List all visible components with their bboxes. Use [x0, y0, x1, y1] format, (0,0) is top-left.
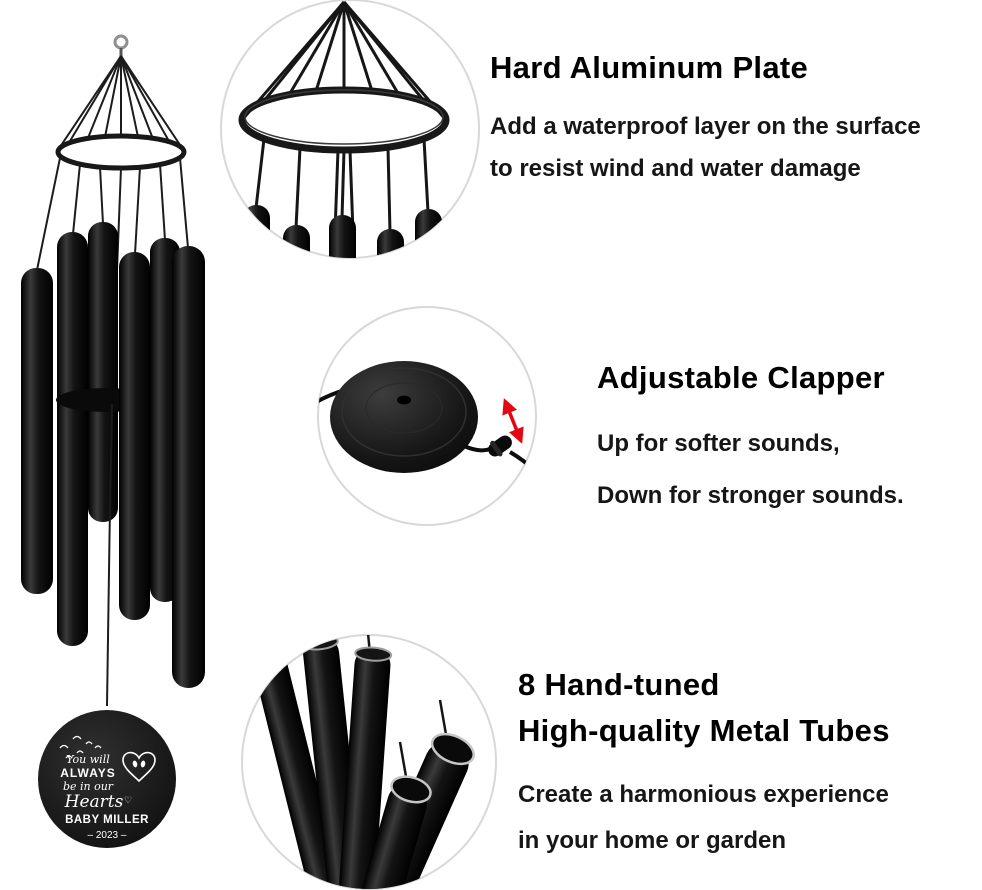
clapper-center-hole [397, 395, 411, 405]
medallion-name: BABY MILLER [65, 814, 149, 826]
pull-string [106, 403, 113, 707]
clapper-disc-large [330, 361, 478, 473]
suspension-strings [57, 55, 185, 152]
memorial-medallion: You will ALWAYS be in our Hearts ♡ BABY … [38, 710, 176, 848]
feature-title: Hard Aluminum Plate [490, 50, 809, 85]
feature-description-line: Create a harmonious experience [518, 781, 889, 808]
hanging-hook-icon [113, 34, 129, 50]
birds-icon [59, 735, 102, 759]
feature-title: Adjustable Clapper [597, 360, 885, 395]
detail-circle-tubes [241, 634, 497, 890]
chime-tube [88, 222, 118, 522]
top-ring [55, 133, 187, 171]
feature-description-line: Down for stronger sounds. [597, 482, 904, 509]
up-down-arrow-icon [502, 398, 524, 444]
feature-description-line: in your home or garden [518, 827, 787, 854]
detail-circle-clapper [317, 306, 537, 526]
medallion-year: – 2023 – [88, 830, 127, 841]
medallion-line4: Hearts [64, 792, 124, 812]
feature-description-line: Up for softer sounds, [597, 430, 840, 457]
feature-description-line: to resist wind and water damage [490, 155, 861, 182]
chime-tube [21, 268, 53, 594]
detail-top-ring-highlight [244, 89, 444, 145]
feature-title-line: 8 Hand-tuned [518, 667, 720, 702]
clapper-ridge [365, 382, 443, 434]
chime-tube [172, 246, 205, 688]
feature-adjustable-clapper: Adjustable Clapper Up for softer sounds,… [597, 360, 904, 522]
chime-tube [57, 232, 88, 646]
heart-footprints-icon [122, 751, 156, 783]
feature-title-line: High-quality Metal Tubes [518, 713, 890, 748]
medallion-line1: You will [66, 753, 110, 766]
wind-chime-photo [21, 34, 205, 707]
heart-small-icon: ♡ [124, 795, 132, 805]
medallion-line2: ALWAYS [60, 766, 116, 780]
medallion-line3: be in our [63, 780, 114, 793]
feature-hard-aluminum-plate: Hard Aluminum Plate Add a waterproof lay… [490, 50, 921, 190]
clapper-ridge [341, 367, 467, 457]
medallion-disc [38, 710, 176, 848]
detail-circle-top-ring [220, 0, 480, 259]
chime-tube [119, 252, 150, 620]
feature-description-line: Add a waterproof layer on the surface [490, 113, 921, 140]
